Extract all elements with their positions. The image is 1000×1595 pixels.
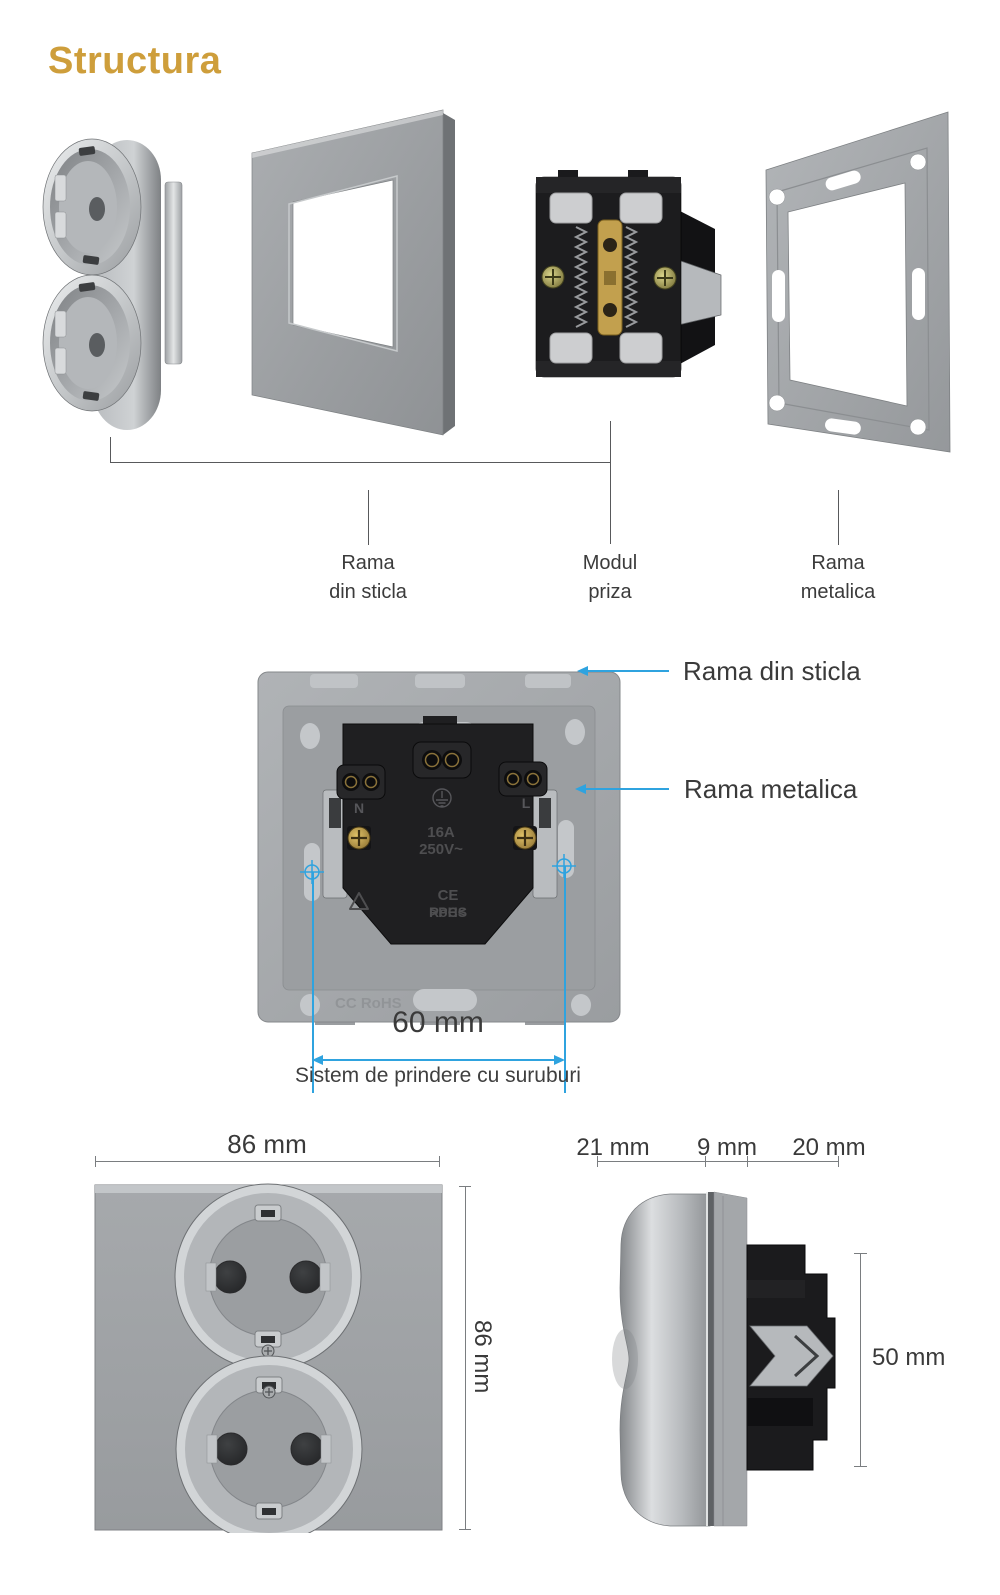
marking-rohs: RoHS	[429, 904, 467, 920]
dim-arrow-60mm	[312, 1055, 565, 1065]
glass-frame-image	[251, 109, 455, 436]
dim-tick	[597, 1156, 598, 1167]
dim-side-back: 20 mm	[792, 1134, 866, 1161]
ground-symbol	[432, 788, 452, 808]
dim-front-height: 86 mm	[469, 1320, 496, 1394]
terminal-screw-left	[347, 826, 371, 850]
extension-line-right	[564, 866, 566, 1093]
dim-tick	[705, 1156, 706, 1167]
dim-arrowhead-left	[312, 1055, 323, 1065]
side-view-image	[612, 1191, 836, 1527]
callout-line-glass	[587, 670, 669, 672]
front-socket-top	[174, 1183, 362, 1371]
dim-tick	[95, 1156, 96, 1167]
bracket-line-horizontal	[110, 462, 611, 463]
side-frame-edge	[713, 1191, 748, 1527]
dim-tick	[747, 1156, 748, 1167]
dim-side-height: 50 mm	[872, 1344, 946, 1371]
module-screw-left	[541, 265, 565, 289]
dim-tick	[439, 1156, 440, 1167]
dim-side-mid: 9 mm	[697, 1134, 757, 1161]
label-socket-module-line2: priza	[588, 581, 632, 603]
spring-right	[623, 226, 639, 328]
label-metal-frame-line1: Rama	[811, 552, 865, 574]
dim-tick	[459, 1186, 471, 1187]
marking-amp: 16A	[427, 824, 455, 841]
dim-tick	[838, 1156, 839, 1167]
leader-line-glass	[368, 490, 369, 545]
socket-well-top	[42, 138, 142, 276]
double-socket-cover-image	[42, 138, 183, 430]
label-metal-frame-line2: metalica	[800, 581, 876, 603]
side-socket-body	[619, 1193, 711, 1527]
metal-frame-image	[765, 111, 951, 453]
label-glass-frame: Rama din sticla	[288, 549, 448, 607]
bracket-line-module	[610, 421, 611, 544]
module-screw-right	[653, 266, 677, 290]
spring-left	[573, 226, 589, 328]
dim-tick	[459, 1529, 471, 1530]
back-view-image: N L 16A 250V~ CE >PC< RoHS CC RoHS	[257, 671, 621, 1025]
front-socket-bottom	[175, 1355, 363, 1533]
bracket-line-left	[110, 437, 111, 463]
front-view-image	[94, 1183, 443, 1533]
socket-module-image	[535, 170, 722, 378]
page-title: Structura	[48, 40, 222, 82]
dim-line-side-depth	[597, 1161, 838, 1162]
label-glass-frame-line1: Rama	[341, 552, 395, 574]
module-body-back	[342, 723, 534, 945]
socket-well-bottom	[42, 274, 142, 412]
dim-tick	[854, 1253, 867, 1254]
dim-side-front: 21 mm	[576, 1134, 650, 1161]
label-socket-module-line1: Modul	[582, 552, 638, 574]
callout-label-glass: Rama din sticla	[683, 656, 861, 686]
side-mounting-claw	[749, 1325, 834, 1387]
dim-arrowhead-right	[554, 1055, 565, 1065]
dim-line-front-height	[465, 1186, 466, 1530]
label-glass-frame-line2: din sticla	[329, 581, 407, 603]
dim-line-side-height	[860, 1253, 861, 1467]
marking-neutral: N	[354, 800, 364, 816]
side-glass-edge	[708, 1192, 714, 1526]
leader-line-metal	[838, 490, 839, 545]
dim-arrow-shaft	[321, 1059, 556, 1061]
marking-live: L	[522, 795, 531, 811]
label-metal-frame: Rama metalica	[758, 549, 918, 607]
dim-caption: Sistem de prindere cu suruburi	[295, 1064, 581, 1087]
dim-front-width: 86 mm	[227, 1129, 307, 1159]
callout-line-metal	[585, 788, 669, 790]
marking-volt: 250V~	[419, 841, 463, 858]
callout-arrowhead-glass	[577, 666, 588, 676]
dim-tick	[854, 1466, 867, 1467]
label-socket-module: Modul priza	[530, 549, 690, 607]
dim-line-front-width	[95, 1161, 440, 1162]
callout-arrowhead-metal	[575, 784, 586, 794]
marking-ce: CE	[438, 887, 459, 904]
plate-embossing: CC RoHS	[335, 995, 402, 1012]
terminal-screw-right	[513, 826, 537, 850]
callout-label-metal: Rama metalica	[684, 774, 858, 804]
marking-material-pc: >PC<	[430, 904, 466, 920]
dim-60mm: 60 mm	[392, 1006, 484, 1039]
extension-line-left	[312, 872, 314, 1093]
recycle-icon	[349, 892, 369, 910]
